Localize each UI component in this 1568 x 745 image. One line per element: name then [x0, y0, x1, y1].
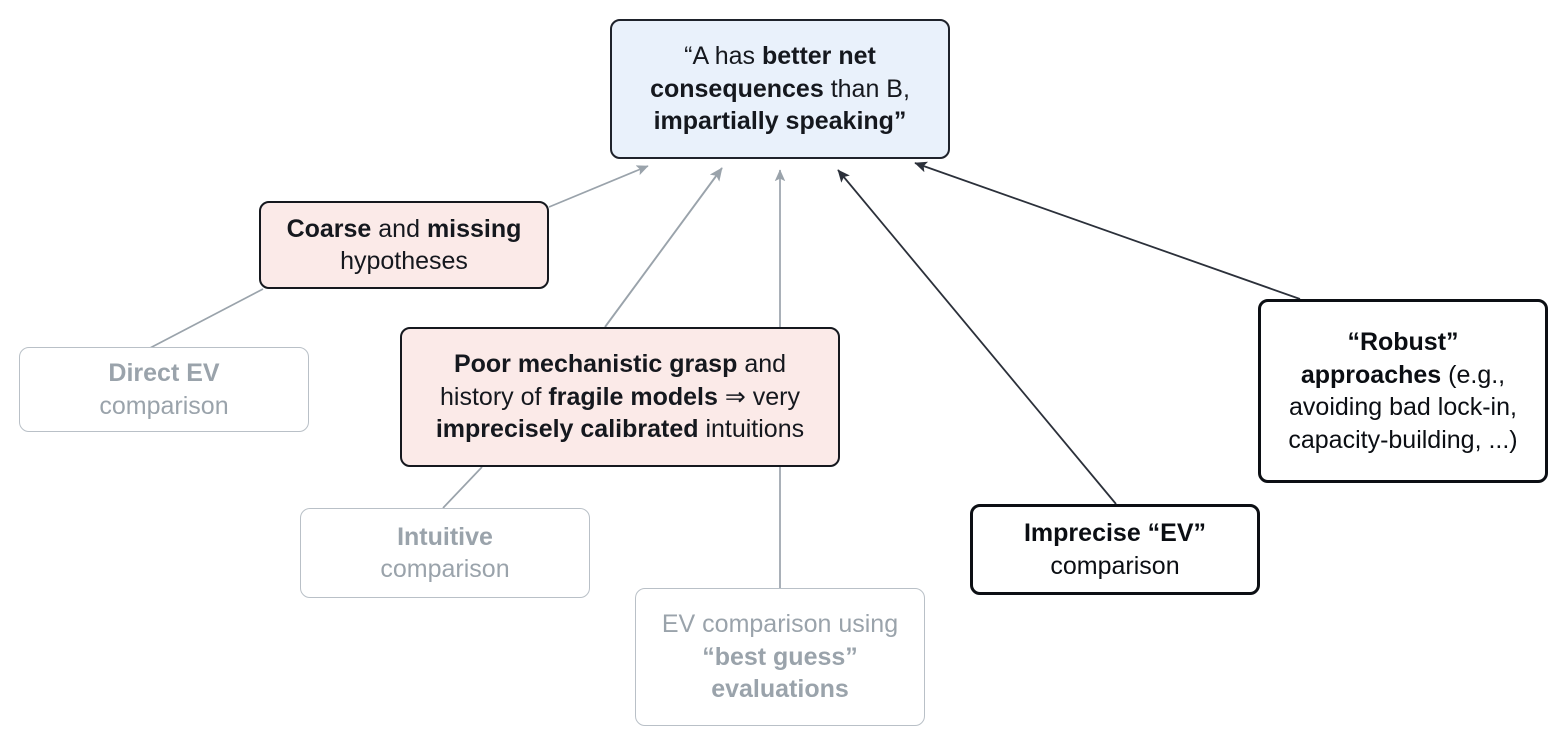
- node-imprecise-ev-label: Imprecise “EV” comparison: [1023, 519, 1207, 580]
- node-coarse-missing-label: Coarse and missing hypotheses: [286, 214, 522, 276]
- node-intuitive-comparison[interactable]: Intuitive comparison: [300, 508, 590, 598]
- edge-robust-to-claim: [914, 161, 1301, 300]
- edge-coarse-to-claim: [548, 165, 649, 208]
- node-robust-approaches-label: “Robust” approaches (e.g., avoiding bad …: [1288, 328, 1518, 454]
- node-best-guess-ev-comparison[interactable]: EV comparison using “best guess” evaluat…: [635, 588, 925, 726]
- node-intuitive-label: Intuitive comparison: [380, 522, 510, 584]
- node-main-claim-label: “A has better net consequences than B, i…: [650, 42, 910, 136]
- edge-direct-ev-to-coarse: [149, 288, 264, 349]
- node-poor-grasp-label: Poor mechanistic grasp and history of fr…: [435, 350, 805, 444]
- node-best-guess-ev-label: EV comparison using “best guess” evaluat…: [661, 610, 899, 704]
- node-direct-ev-comparison[interactable]: Direct EV comparison: [19, 347, 309, 432]
- node-robust-approaches[interactable]: “Robust” approaches (e.g., avoiding bad …: [1258, 299, 1548, 483]
- edge-poor-grasp-to-claim: [604, 167, 723, 328]
- edge-intuitive-to-poor-grasp: [442, 466, 483, 509]
- edge-imprecise-ev-to-claim: [837, 169, 1117, 505]
- node-main-claim[interactable]: “A has better net consequences than B, i…: [610, 19, 950, 159]
- node-imprecise-ev-comparison[interactable]: Imprecise “EV” comparison: [970, 504, 1260, 595]
- node-poor-mechanistic-grasp[interactable]: Poor mechanistic grasp and history of fr…: [400, 327, 840, 467]
- node-direct-ev-label: Direct EV comparison: [99, 359, 229, 420]
- node-coarse-missing-hypotheses[interactable]: Coarse and missing hypotheses: [259, 201, 549, 289]
